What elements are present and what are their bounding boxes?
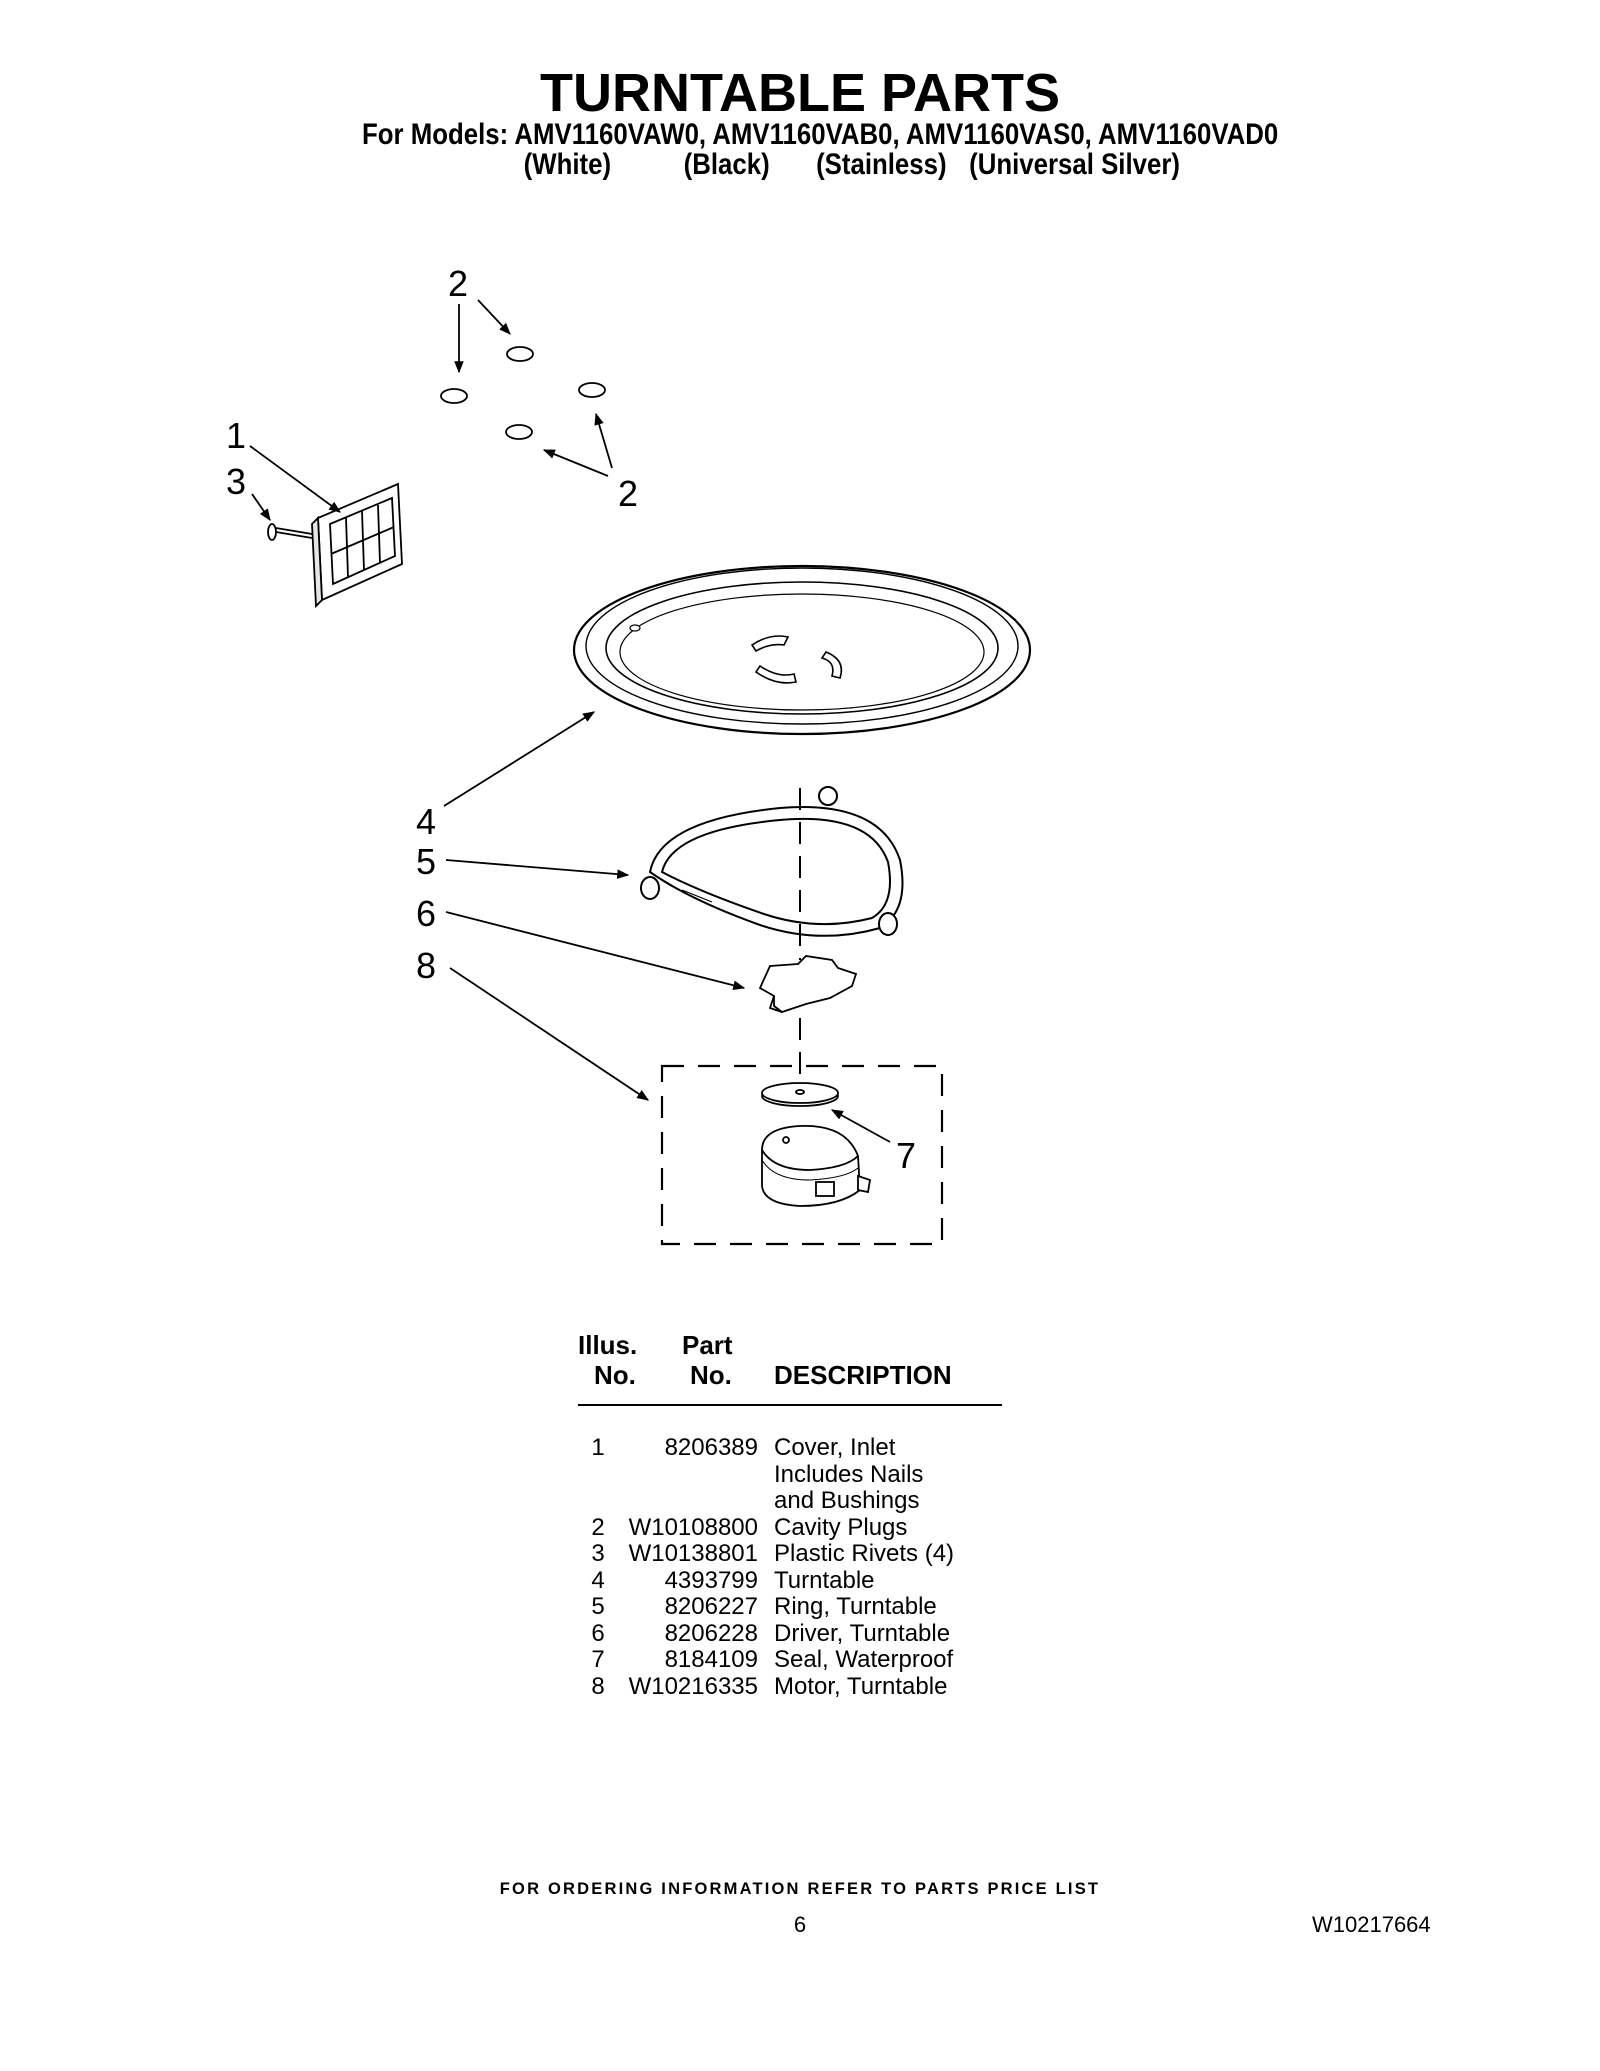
header-part-line2: No. xyxy=(690,1360,732,1390)
table-row: 2 W10108800 Cavity Plugs xyxy=(578,1513,1018,1542)
table-row: 8 W10216335 Motor, Turntable xyxy=(578,1672,1018,1701)
cavity-plugs-part xyxy=(440,346,606,440)
part-number-cell: W10216335 xyxy=(628,1672,758,1700)
part-number-cell: 4393799 xyxy=(664,1566,758,1594)
illus-cell: 7 xyxy=(591,1646,605,1673)
exploded-parts-diagram: 2 2 1 3 4 5 6 7 8 xyxy=(226,263,1032,1246)
illus-cell: 1 xyxy=(591,1434,605,1461)
callout-7: 7 xyxy=(896,1135,916,1176)
description-cell: Turntable xyxy=(774,1566,875,1594)
callout-4: 4 xyxy=(416,801,436,842)
table-row: 4 4393799 Turntable xyxy=(578,1566,1018,1595)
illus-cell: 3 xyxy=(591,1540,605,1567)
description-cell: Seal, Waterproof xyxy=(774,1646,954,1673)
color-stainless: (Stainless) xyxy=(816,148,947,181)
parts-table-header: Illus. No. Part No. DESCRIPTION xyxy=(578,1330,1018,1400)
part-number-cell: 8184109 xyxy=(664,1646,758,1673)
part-number-cell: 8206228 xyxy=(664,1619,758,1647)
page-number: 6 xyxy=(793,1912,807,1937)
illus-cell: 2 xyxy=(591,1513,605,1541)
leader-lines xyxy=(249,299,891,1143)
callout-2-top: 2 xyxy=(448,263,468,304)
header-illus-line2: No. xyxy=(594,1360,636,1390)
header-part-line1: Part xyxy=(682,1330,733,1360)
waterproof-seal-part xyxy=(761,1082,839,1107)
description-cell: Plastic Rivets (4) xyxy=(774,1540,955,1567)
models-line: For Models: AMV1160VAW0, AMV1160VAB0, AM… xyxy=(362,118,1279,151)
description-cell: Cavity Plugs xyxy=(774,1513,908,1541)
callout-5: 5 xyxy=(416,841,436,882)
illus-cell: 8 xyxy=(591,1672,605,1700)
parts-table: Illus. No. Part No. DESCRIPTION 1 8206389… xyxy=(578,1330,1018,1699)
table-row: 7 8184109 Seal, Waterproof xyxy=(578,1646,1018,1674)
part-number-cell: 8206389 xyxy=(664,1434,758,1461)
turntable-ring-part xyxy=(640,786,904,937)
table-row: 6 8206228 Driver, Turntable xyxy=(578,1619,1018,1648)
description-cell: Cover, Inlet Includes Nails and Bushings xyxy=(774,1434,924,1514)
description-cell: Driver, Turntable xyxy=(774,1619,951,1647)
description-cell: Ring, Turntable xyxy=(774,1593,937,1620)
illus-cell: 4 xyxy=(591,1566,605,1594)
header-illus-line1: Illus. xyxy=(578,1330,638,1360)
callout-6: 6 xyxy=(416,893,436,934)
ordering-note: FOR ORDERING INFORMATION REFER TO PARTS … xyxy=(499,1880,1101,1898)
table-row: 5 8206227 Ring, Turntable xyxy=(578,1593,1018,1621)
turntable-driver-part xyxy=(758,955,858,1013)
motor-assembly-box xyxy=(660,1064,944,1246)
page-title: TURNTABLE PARTS xyxy=(540,63,1060,123)
parts-table-body: 1 8206389 Cover, Inlet Includes Nails and … xyxy=(578,1434,1018,1701)
color-white: (White) xyxy=(523,148,612,181)
inlet-cover-part xyxy=(311,482,403,609)
illus-cell: 5 xyxy=(591,1593,605,1620)
callout-1: 1 xyxy=(226,415,246,456)
part-number-cell: W10138801 xyxy=(628,1540,758,1567)
description-cell: Motor, Turntable xyxy=(774,1672,948,1700)
part-number-cell: W10108800 xyxy=(628,1513,758,1541)
part-number-cell: 8206227 xyxy=(664,1593,758,1620)
color-black: (Black) xyxy=(683,148,770,181)
document-number: W10217664 xyxy=(1312,1912,1431,1937)
turntable-motor-part xyxy=(761,1125,872,1207)
illus-cell: 6 xyxy=(591,1619,605,1647)
turntable-part xyxy=(572,564,1032,736)
plastic-rivet-part xyxy=(267,523,313,541)
header-rule xyxy=(578,1404,1002,1406)
callout-3: 3 xyxy=(226,461,246,502)
header-description: DESCRIPTION xyxy=(774,1360,952,1390)
callout-2-right: 2 xyxy=(618,473,638,514)
color-universal-silver: (Universal Silver) xyxy=(969,148,1180,181)
callout-8: 8 xyxy=(416,945,436,986)
table-row: 3 W10138801 Plastic Rivets (4) xyxy=(578,1540,1018,1568)
table-row: 1 8206389 Cover, Inlet Includes Nails and … xyxy=(578,1434,1018,1515)
